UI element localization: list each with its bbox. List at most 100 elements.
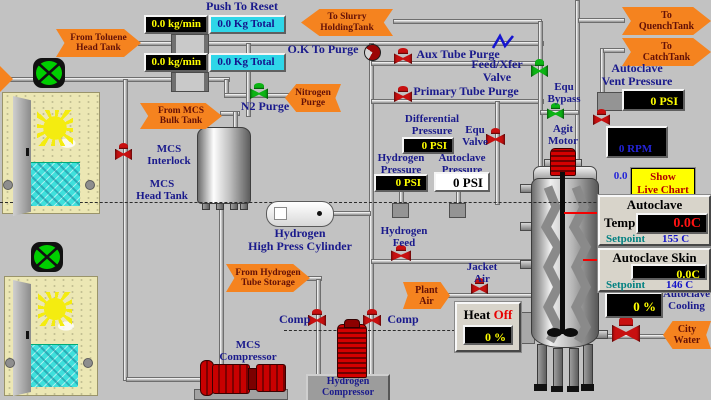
autoclave-temp-display: 0.0C <box>636 213 708 234</box>
heat-state-value[interactable]: Off <box>493 307 513 322</box>
n2-purge-label: N2 Purge <box>240 99 290 113</box>
pipe <box>495 101 500 205</box>
agitator-motor[interactable] <box>550 148 576 176</box>
flow-total-display-1[interactable]: 0.0 Kg Total <box>209 15 286 34</box>
hydrogen-feed-label: Hydrogen Feed <box>380 225 428 249</box>
cylinder-port <box>274 207 287 220</box>
interlock-x-indicator <box>31 242 63 272</box>
door-knob <box>26 148 29 156</box>
vessel-liner-pattern <box>540 185 592 344</box>
banner-from-toluene-head-tank: From Toluene Head Tank <box>56 29 141 57</box>
hydrogen-cylinder-label: Hydrogen High Press Cylinder <box>248 226 352 253</box>
vessel-leg <box>537 344 547 388</box>
autoclave-pressure-label: Autoclave Pressure <box>438 152 486 176</box>
comp-left-valve[interactable] <box>308 309 326 326</box>
primary-tube-purge-valve[interactable] <box>394 86 412 102</box>
vent-pressure-display: 0 PSI <box>622 89 685 111</box>
heat-label: Heat <box>463 307 491 322</box>
banner-to-slurry-holding-tank: To Slurry HoldingTank <box>301 9 393 36</box>
banner-from-hydrogen-tube-storage: From Hydrogen Tube Storage <box>226 264 310 292</box>
aux-tube-purge-label: Aux Tube Purge <box>416 47 500 61</box>
banner-feed-tip <box>0 66 13 92</box>
temp-setpoint-label: Setpoint <box>606 233 646 245</box>
ok-to-purge-label: O.K To Purge <box>287 42 359 56</box>
autoclave-skin-display: 0.0C <box>631 264 707 281</box>
door-bolt <box>3 180 13 190</box>
door-bolt <box>85 180 95 190</box>
differential-pressure-display: 0 PSI <box>402 137 454 154</box>
push-to-reset-label[interactable]: Push To Reset <box>205 0 279 13</box>
cylinder-dot <box>317 211 322 216</box>
vessel-leg <box>583 344 593 388</box>
pressure-sensor <box>392 203 409 218</box>
mcs-compressor-motor <box>256 364 286 392</box>
temp-label: Temp <box>604 215 636 230</box>
differential-pressure-label: Differential Pressure <box>404 113 460 137</box>
skin-pointer-line <box>583 259 600 261</box>
temp-setpoint-value[interactable]: 155 C <box>662 233 690 245</box>
hydrogen-compressor-label: Hydrogen Compressor <box>321 376 375 398</box>
comp-right-valve[interactable] <box>363 309 381 326</box>
jacket-air-valve[interactable] <box>471 278 488 294</box>
show-live-chart-button[interactable]: Show Live Chart <box>631 168 695 200</box>
vessel-foot <box>551 386 563 392</box>
pipe <box>123 79 128 381</box>
banner-plant-air: Plant Air <box>403 282 450 309</box>
skin-setpoint-value[interactable]: 146 C <box>666 279 694 291</box>
mcs-compressor-pump <box>212 364 250 394</box>
banner-to-quench-tank: To QuenchTank <box>622 7 711 35</box>
wall-dashed-line-lower <box>284 330 460 331</box>
feed-xfer-valve-label: Feed/Xfer Valve <box>471 57 523 84</box>
aux-tube-purge-valve[interactable] <box>394 48 412 64</box>
banner-nitrogen-purge: Nitrogen Purge <box>285 84 341 112</box>
vessel-foot <box>534 384 547 391</box>
mcs-interlock-label: MCS Interlock <box>147 143 191 167</box>
flow-coupling <box>171 34 209 54</box>
pipe <box>332 211 371 216</box>
vessel-foot <box>567 386 579 392</box>
equ-bypass-valve[interactable] <box>547 103 564 119</box>
city-water-valve[interactable] <box>612 316 640 342</box>
interlock-x-indicator <box>33 58 65 88</box>
equ-bypass-label: Equ Bypass <box>547 81 581 105</box>
door-panel[interactable] <box>13 280 31 396</box>
hydrogen-compressor-machine <box>337 324 367 378</box>
door-scene-water <box>30 162 80 206</box>
flow-total-display-2[interactable]: 0.0 Kg Total <box>209 53 286 72</box>
heat-panel: Heat Off 0 % <box>455 302 521 352</box>
vessel-leg <box>569 348 579 388</box>
pipe <box>603 48 625 53</box>
vent-valve[interactable] <box>593 109 610 125</box>
autoclave-vent-pressure-label: Autoclave Vent Pressure <box>601 61 673 88</box>
feed-xfer-valve[interactable] <box>531 59 548 77</box>
door-bolt <box>5 358 15 368</box>
autoclave-skin-panel: Autoclave Skin 0.0C Setpoint 146 C <box>598 248 711 292</box>
vessel-leg <box>553 348 563 388</box>
temp-pointer-line <box>564 212 600 214</box>
agitator-impeller <box>563 328 578 337</box>
banner-to-catch-tank: To CatchTank <box>622 38 711 66</box>
mcs-head-tank-label: MCS Head Tank <box>136 178 188 202</box>
equ-valve-label: Equ Valve <box>462 124 488 148</box>
door-scene-water <box>30 344 78 387</box>
hydrogen-feed-valve[interactable] <box>391 245 411 261</box>
sun-icon <box>38 292 72 326</box>
hydrogen-pressure-label: Hydrogen Pressure <box>377 152 425 176</box>
equ-valve[interactable] <box>486 128 505 145</box>
heat-percent-display: 0 % <box>463 325 513 345</box>
door-knob <box>26 331 29 339</box>
door-panel[interactable] <box>13 96 31 216</box>
pipe <box>578 18 625 23</box>
banner-from-mcs-bulk-tank: From MCS Bulk Tank <box>140 103 222 129</box>
agit-rpm-value: 0 RPM <box>618 142 653 155</box>
pipe <box>371 99 544 104</box>
n2-purge-valve[interactable] <box>250 83 268 99</box>
agit-motor-label: Agit Motor <box>548 123 578 147</box>
mcs-interlock-valve[interactable] <box>115 143 132 160</box>
hydrogen-compressor-cap <box>344 319 360 328</box>
flow-rate-display-1: 0.0 kg/min <box>144 15 208 34</box>
agitator-shaft <box>560 172 565 334</box>
sun-icon <box>37 110 73 146</box>
wall-dashed-line-upper <box>0 202 711 203</box>
autoclave-pressure-display: 0 PSI <box>434 172 490 192</box>
